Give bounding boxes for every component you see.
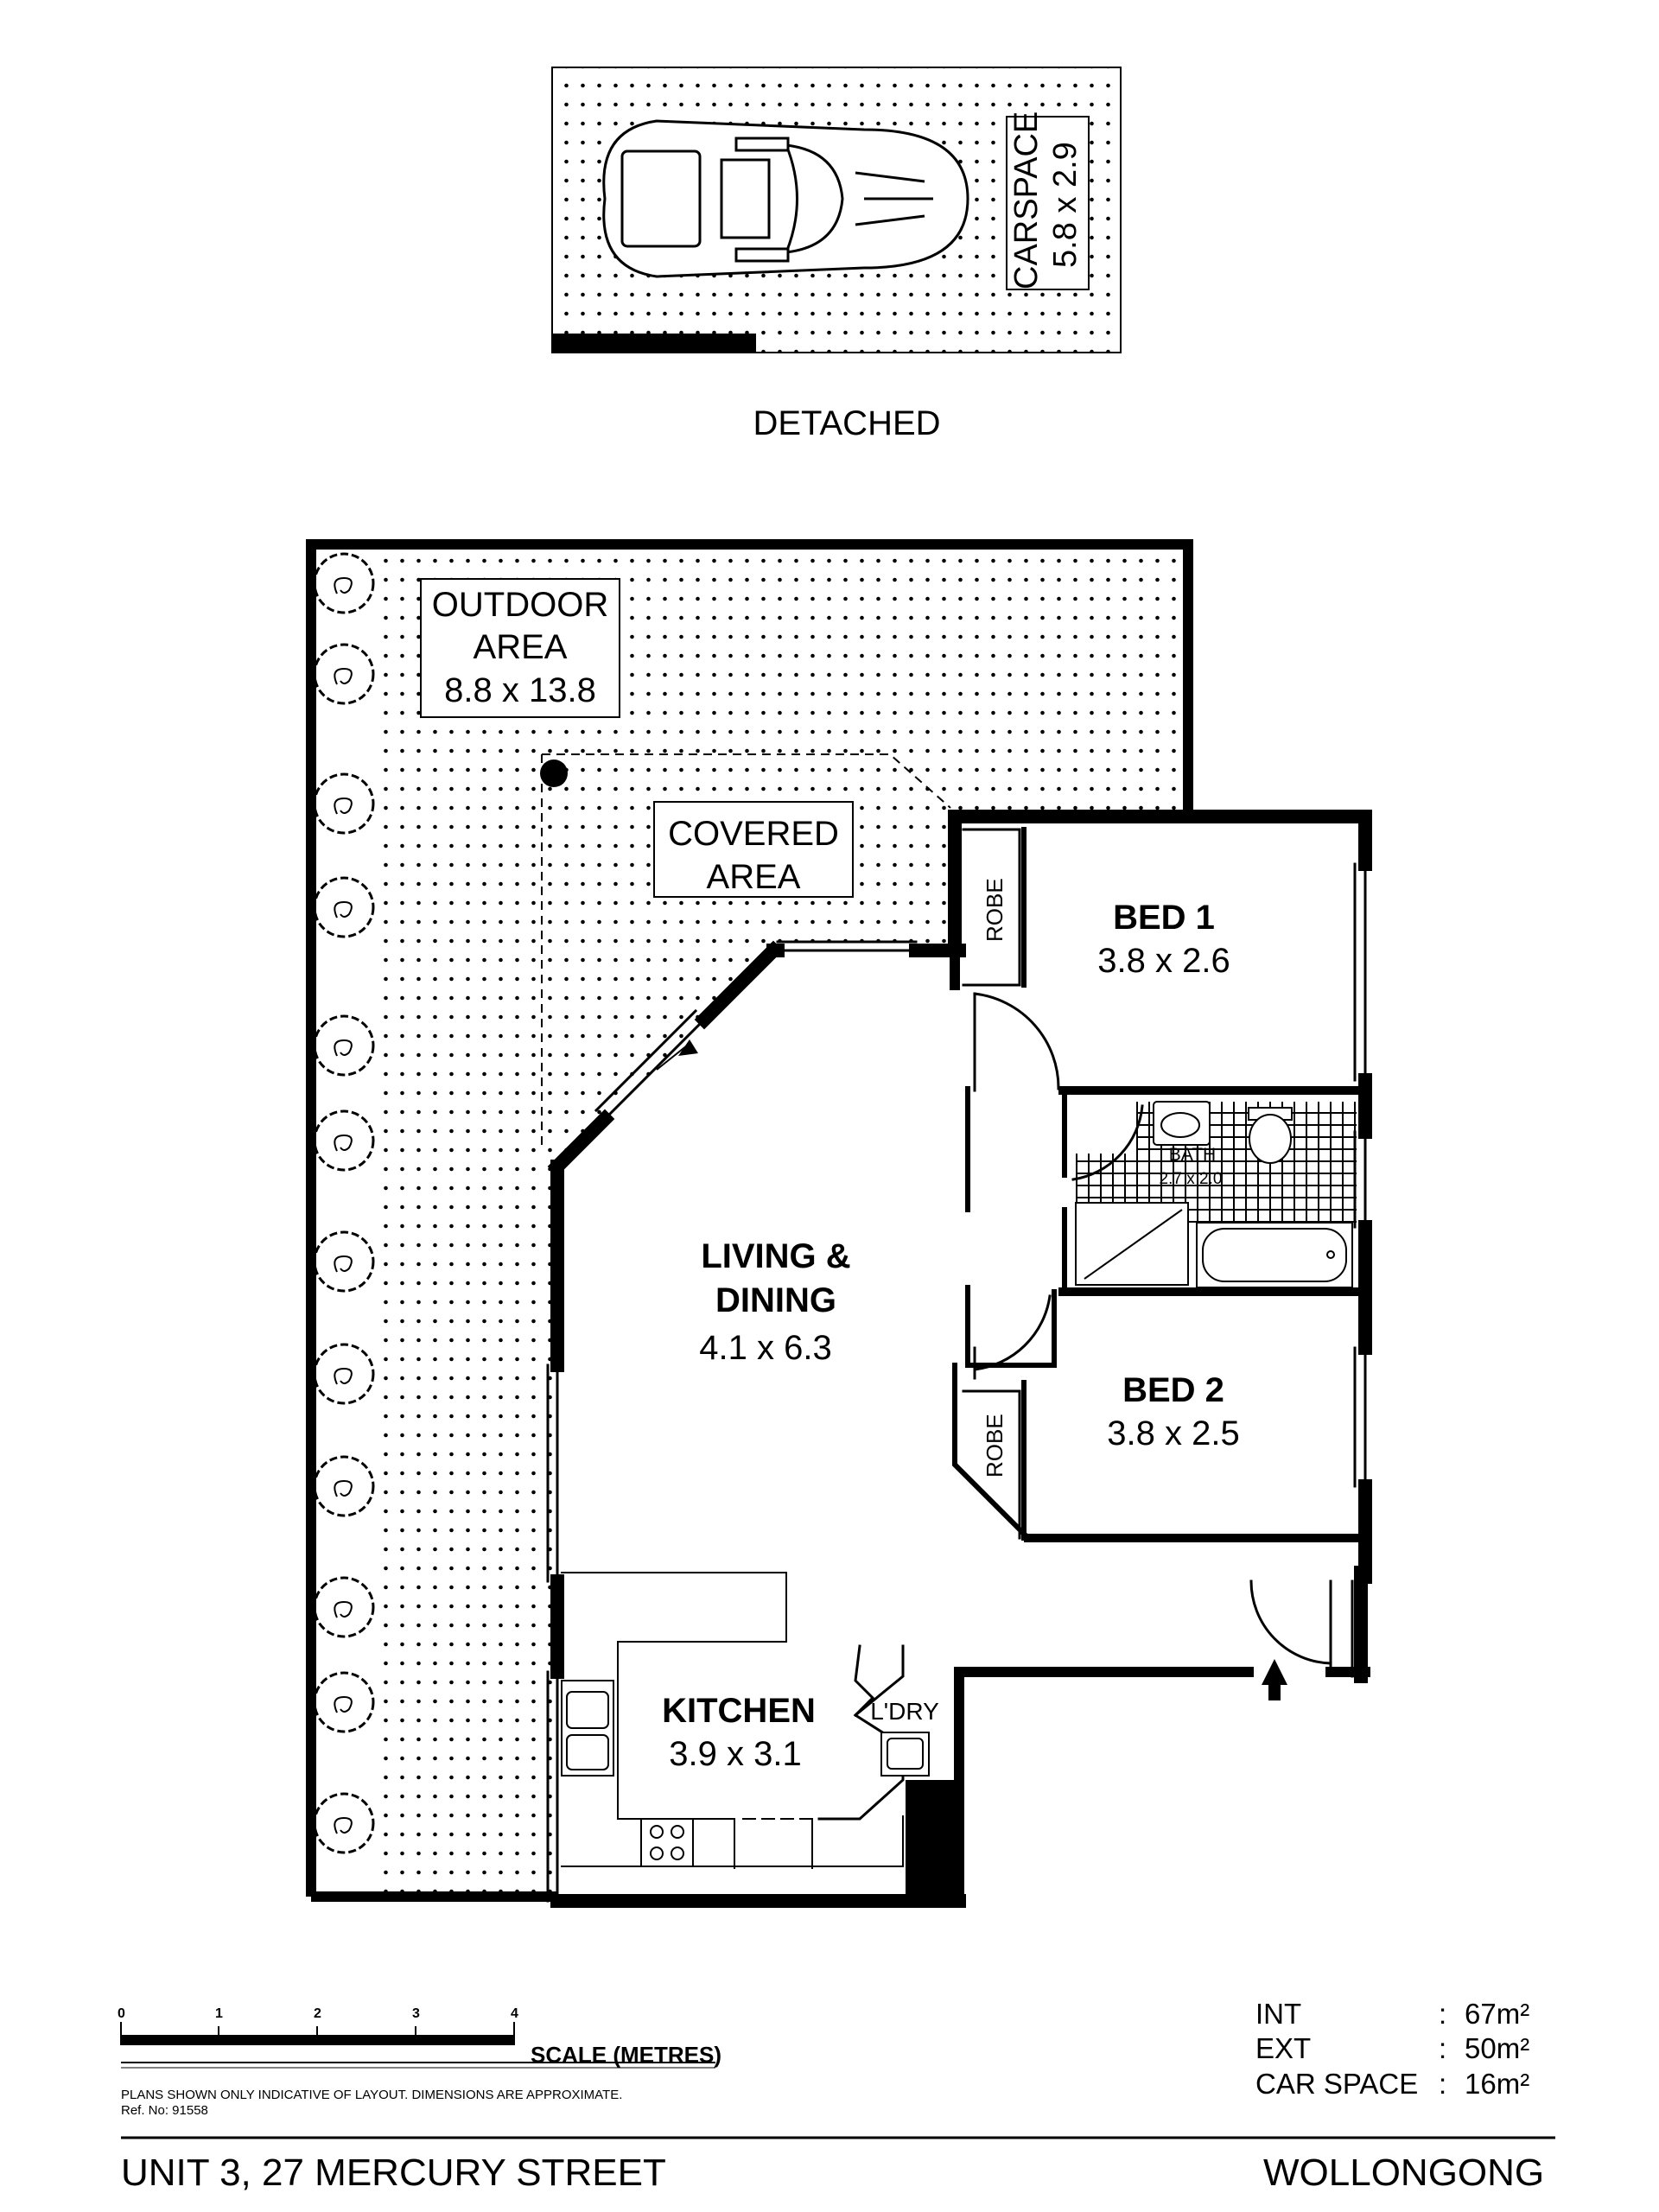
living-dims: 4.1 x 6.3 (699, 1329, 831, 1367)
post-marker (540, 760, 568, 787)
scale-tick-3: 3 (412, 2006, 420, 2021)
outdoor-dims: 8.8 x 13.8 (444, 671, 596, 709)
area-label-carspace: CAR SPACE (1255, 2068, 1419, 2100)
bed2-name: BED 2 (1122, 1371, 1224, 1409)
entry-arrow-icon (1262, 1659, 1287, 1700)
laundry-name: L'DRY (870, 1698, 939, 1725)
address: UNIT 3, 27 MERCURY STREET (121, 2152, 666, 2194)
area-sep-carspace: : (1439, 2068, 1447, 2100)
bath-name: BATH (1169, 1145, 1216, 1165)
living-label-1: LIVING & (701, 1237, 850, 1275)
outdoor-label-2: AREA (474, 628, 568, 666)
carspace-dims: 5.8 x 2.9 (1047, 142, 1084, 268)
bed1-robe-label: ROBE (982, 878, 1007, 942)
carspace-area: CARSPACE 5.8 x 2.9 (551, 67, 1122, 353)
car-icon (602, 119, 969, 278)
kitchen-sink-icon (561, 1680, 614, 1777)
suburb: WOLLONGONG (1263, 2152, 1545, 2194)
area-label-int: INT (1255, 1998, 1302, 2030)
area-value-int: 67m² (1465, 1998, 1530, 2030)
cooktop-icon (640, 1818, 694, 1867)
bed2-dims: 3.8 x 2.5 (1107, 1414, 1239, 1452)
bathroom-fixtures (1075, 1101, 1353, 1288)
bed2-robe-label: ROBE (982, 1414, 1007, 1478)
outdoor-label-1: OUTDOOR (432, 586, 608, 624)
carspace-caption: DETACHED (753, 404, 940, 442)
covered-label-1: COVERED (668, 815, 839, 853)
area-value-ext: 50m² (1465, 2032, 1530, 2064)
area-value-carspace: 16m² (1465, 2068, 1530, 2100)
reference-number: Ref. No: 91558 (121, 2103, 208, 2118)
scale-label: SCALE (METRES) (531, 2042, 721, 2068)
disclaimer: PLANS SHOWN ONLY INDICATIVE OF LAYOUT. D… (121, 2088, 623, 2102)
kitchen-dims: 3.9 x 3.1 (669, 1735, 801, 1773)
kitchen-name: KITCHEN (662, 1692, 816, 1730)
carspace-name: CARSPACE (1008, 111, 1045, 289)
sliding-door-arrow-icon (678, 1039, 698, 1056)
bed1-name: BED 1 (1113, 899, 1215, 937)
scale-bar (120, 2022, 715, 2069)
scale-tick-0: 0 (118, 2006, 125, 2021)
bed1-dims: 3.8 x 2.6 (1097, 942, 1230, 980)
scale-tick-4: 4 (511, 2006, 518, 2021)
area-label-ext: EXT (1255, 2032, 1312, 2064)
bath-dims: 2.7 x 2.0 (1160, 1170, 1223, 1188)
scale-tick-1: 1 (215, 2006, 223, 2021)
scale-tick-2: 2 (314, 2006, 321, 2021)
outdoor-area (320, 549, 1184, 1892)
living-label-2: DINING (715, 1281, 836, 1319)
laundry-tub-icon (880, 1732, 930, 1777)
area-sep-ext: : (1439, 2032, 1447, 2064)
area-sep-int: : (1439, 1998, 1447, 2030)
covered-label-2: AREA (707, 858, 801, 896)
